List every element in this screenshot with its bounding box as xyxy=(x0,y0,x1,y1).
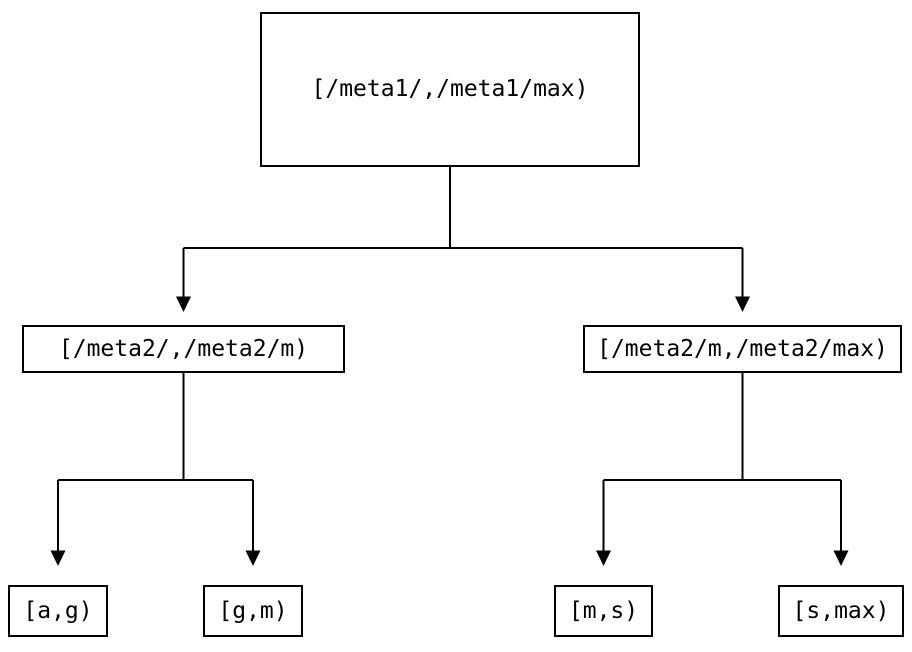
tree-node-leaf-ag-label: [a,g) xyxy=(23,597,93,624)
edge-root-to-child-right-arrowhead-icon xyxy=(735,296,750,312)
edge-child-right-to-leaves xyxy=(596,373,849,566)
edge-child-left-to-leaf-ag-arrowhead-icon xyxy=(50,550,66,566)
tree-node-leaf-ms: [m,s) xyxy=(554,585,653,637)
tree-node-root-label: [/meta1/,/meta1/max) xyxy=(311,76,589,102)
edge-root-to-child-left-arrowhead-icon xyxy=(176,296,191,312)
tree-node-child-left-label: [/meta2/,/meta2/m) xyxy=(58,335,309,362)
edge-child-right-to-leaf-smax-arrowhead-icon xyxy=(833,550,849,566)
tree-node-leaf-gm: [g,m) xyxy=(203,585,303,637)
edge-child-right-to-leaf-ms-arrowhead-icon xyxy=(596,550,611,566)
edge-root-to-children xyxy=(176,167,750,312)
edge-child-left-to-leaf-gm-arrowhead-icon xyxy=(245,550,261,566)
tree-node-root: [/meta1/,/meta1/max) xyxy=(260,12,640,167)
tree-node-leaf-smax-label: [s,max) xyxy=(792,597,890,624)
edge-child-left-to-leaves xyxy=(50,373,261,566)
tree-node-leaf-ag: [a,g) xyxy=(8,585,108,637)
tree-node-child-right-label: [/meta2/m,/meta2/max) xyxy=(597,335,888,362)
tree-node-child-left: [/meta2/,/meta2/m) xyxy=(22,325,345,373)
tree-node-leaf-smax: [s,max) xyxy=(778,585,904,637)
tree-node-leaf-ms-label: [m,s) xyxy=(568,597,639,624)
tree-node-leaf-gm-label: [g,m) xyxy=(218,597,288,624)
tree-node-child-right: [/meta2/m,/meta2/max) xyxy=(583,325,902,373)
